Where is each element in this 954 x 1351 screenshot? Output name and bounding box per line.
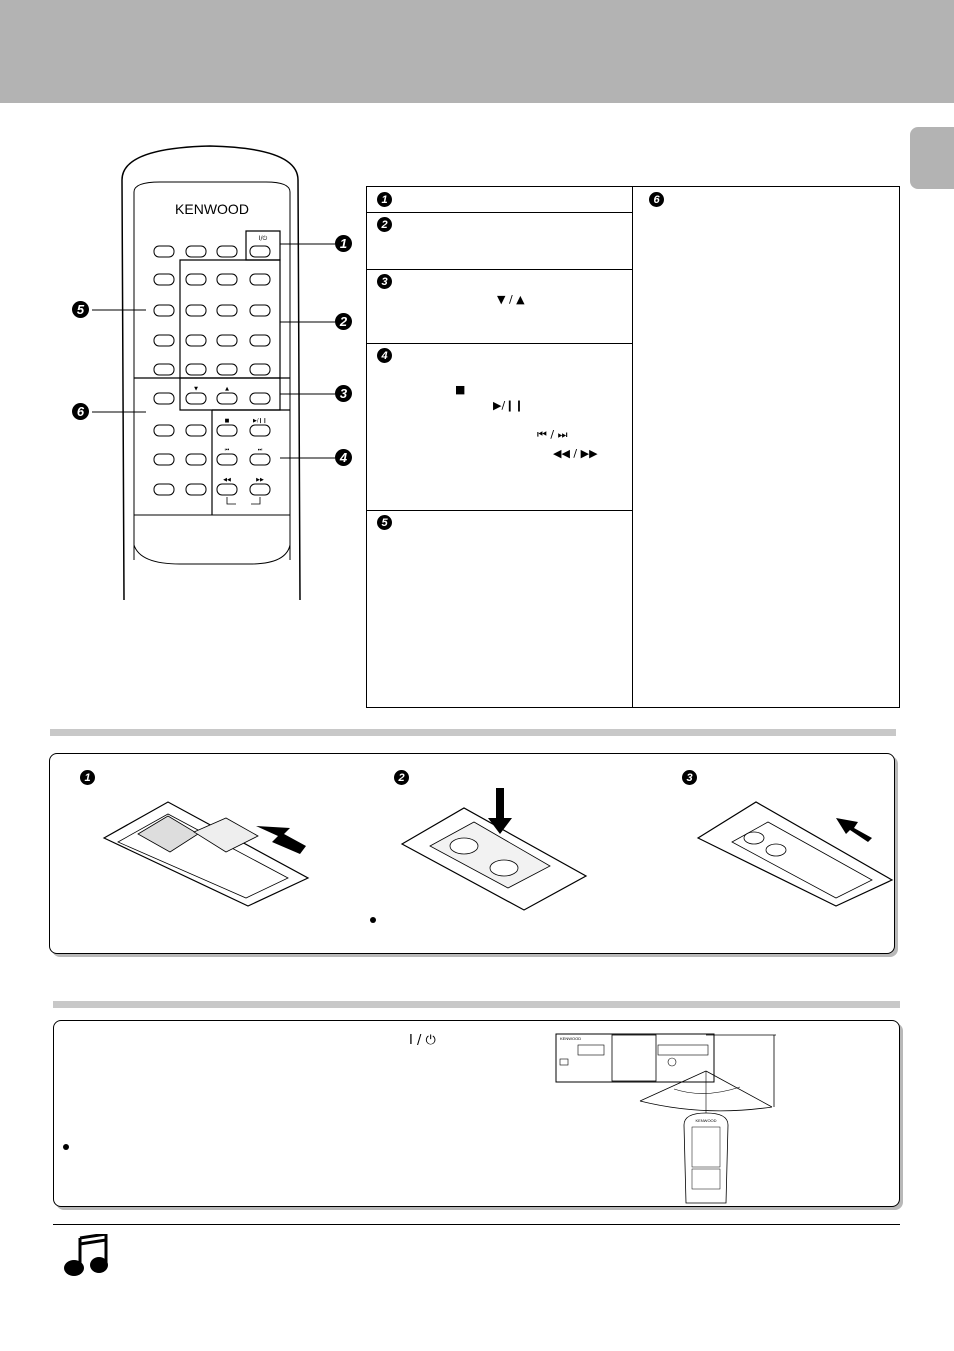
row-divider xyxy=(367,269,633,270)
callout-1: 1 xyxy=(335,235,352,252)
remote-power-label: I/⏻ xyxy=(259,235,268,242)
section-bar-batteries xyxy=(50,729,896,736)
remote-down-label: ▼ xyxy=(194,386,198,392)
callout-3: 3 xyxy=(335,385,352,402)
remote-next-label: ⏭ xyxy=(258,447,263,453)
remote-rew-label: ◀◀ xyxy=(223,477,231,483)
remote-play-label: ▶/❙❙ xyxy=(253,418,267,424)
table-row5-number: 5 xyxy=(377,515,392,530)
range-diagram: KENWOOD KENWOOD xyxy=(555,1033,776,1204)
side-tab xyxy=(910,127,954,189)
callout-4: 4 xyxy=(335,449,352,466)
table-row4-play-pause: ▶/❙❙ xyxy=(493,399,524,412)
remote-ff-label: ▶▶ xyxy=(256,477,264,483)
remote-stop-label: ■ xyxy=(225,418,230,424)
battery-cover-open-illustration xyxy=(102,801,310,907)
table-row4-skip: ⏮ / ⏭ xyxy=(537,428,568,441)
callout-2: 2 xyxy=(335,313,352,330)
table-row4-stop: ■ xyxy=(455,383,466,396)
unit-brand: KENWOOD xyxy=(560,1036,581,1041)
remote-illustration: KENWOOD I/⏻ ▼ ▲ ■ ▶/❙❙ ⏮ ⏭ ◀◀ ▶▶ xyxy=(121,145,301,601)
row-divider xyxy=(367,212,633,213)
battery-step-3: 3 xyxy=(682,770,697,785)
table-row2-number: 2 xyxy=(377,217,392,232)
table-row4-search: ◀◀ / ▶▶ xyxy=(553,447,598,460)
battery-panel: 1 2 3 xyxy=(49,753,895,954)
table-row3-symbols: ▼ / ▲ xyxy=(497,293,525,306)
row-divider xyxy=(367,343,633,344)
battery-step-1: 1 xyxy=(80,770,95,785)
row-divider xyxy=(367,510,633,511)
section-bar-operation xyxy=(53,1001,900,1008)
music-note-icon xyxy=(64,1234,108,1276)
column-divider xyxy=(632,187,633,707)
table-row1-number: 1 xyxy=(377,192,392,207)
remote-up-label: ▲ xyxy=(225,386,229,392)
callout-5: 5 xyxy=(72,301,89,318)
battery-cover-close-illustration xyxy=(696,801,894,907)
remote-prev-label: ⏮ xyxy=(225,447,230,453)
table-row4-number: 4 xyxy=(377,348,392,363)
callout-6: 6 xyxy=(72,403,89,420)
power-symbol: I / ⏻ xyxy=(409,1033,436,1048)
footer-rule xyxy=(53,1224,900,1225)
header-band xyxy=(0,0,954,103)
operation-note-bullet xyxy=(63,1144,69,1150)
table-col2-number: 6 xyxy=(649,192,664,207)
battery-note-bullet xyxy=(370,917,376,923)
remote-brand: KENWOOD xyxy=(175,201,249,217)
callout-lines xyxy=(92,243,335,459)
table-row3-number: 3 xyxy=(377,274,392,289)
function-table: 1 2 3 ▼ / ▲ 4 ■ ▶/❙❙ ⏮ / ⏭ ◀◀ / ▶▶ 5 6 xyxy=(366,186,900,708)
svg-text:KENWOOD: KENWOOD xyxy=(695,1118,716,1123)
battery-insert-illustration xyxy=(400,788,588,911)
operation-panel: I / ⏻ KENWOOD KENWOOD xyxy=(53,1020,900,1207)
battery-step-2: 2 xyxy=(394,770,409,785)
